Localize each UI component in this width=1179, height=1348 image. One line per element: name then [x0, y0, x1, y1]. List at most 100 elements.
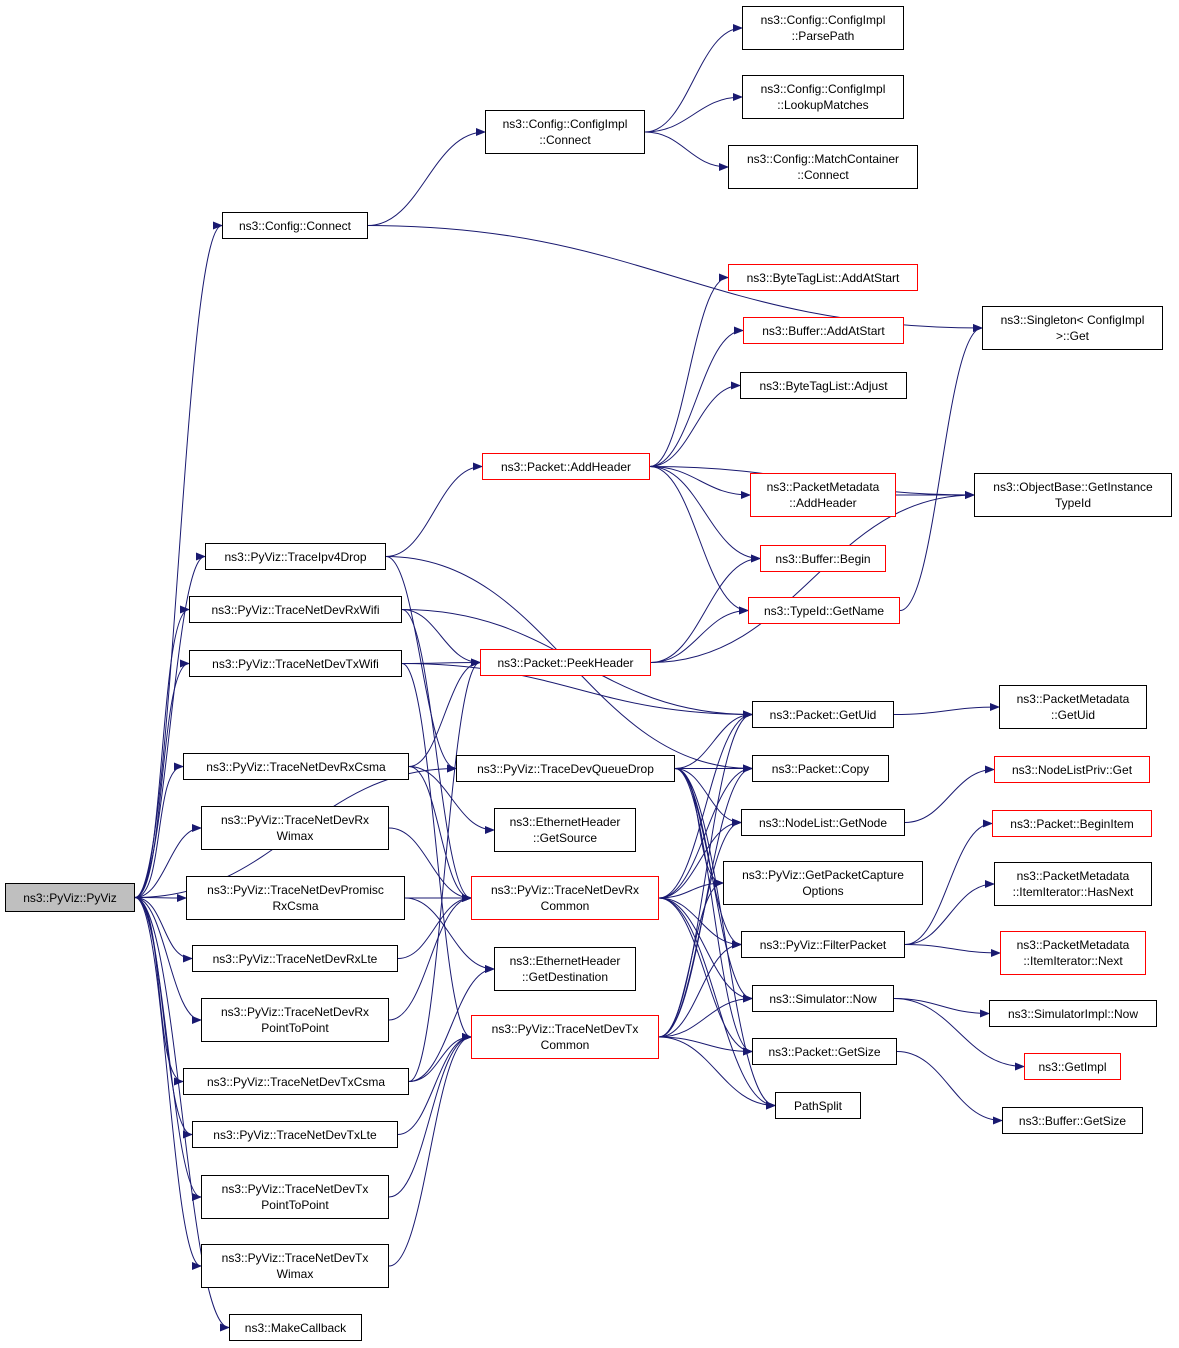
node-label: ns3::Packet::AddHeader	[500, 459, 632, 474]
node-packet-copy[interactable]: ns3::Packet::Copy	[752, 755, 889, 782]
node-packet-getsize[interactable]: ns3::Packet::GetSize	[752, 1038, 897, 1065]
node-label: RxCsma	[272, 899, 319, 913]
node-itemiterator-next[interactable]: ns3::PacketMetadata::ItemIterator::Next	[1000, 931, 1146, 975]
node-packet-getuid[interactable]: ns3::Packet::GetUid	[752, 701, 894, 728]
node-packet-addheader[interactable]: ns3::Packet::AddHeader	[482, 453, 650, 480]
edge-configimpl-connect-to-configimpl-lookupmatches	[644, 93, 743, 133]
node-simulator-now[interactable]: ns3::Simulator::Now	[752, 985, 894, 1012]
node-label: ns3::Config::ConfigImpl	[760, 13, 886, 27]
node-label: ::ItemIterator::HasNext	[1012, 885, 1134, 899]
edge-configimpl-connect-to-matchcontainer-connect	[644, 131, 729, 171]
edge-tracenetdevpromiscrxcsma-to-ethernetheader-getdestination	[404, 897, 495, 973]
edge-tracenetdevtxcommon-to-getpacketcaptureoptions	[658, 879, 724, 1038]
node-packetmetadata-getuid[interactable]: ns3::PacketMetadata::GetUid	[999, 685, 1147, 729]
node-tracenetdevtxwifi[interactable]: ns3::PyViz::TraceNetDevTxWifi	[189, 650, 402, 677]
edge-pyviz-to-tracenetdevrxwifi	[134, 605, 190, 898]
edge-tracenetdevrxpointtopoint-to-tracenetdevrxcommon	[388, 894, 472, 1021]
node-label: ns3::PyViz::TraceNetDevTx	[221, 1251, 369, 1265]
node-packet-beginitem[interactable]: ns3::Packet::BeginItem	[992, 810, 1152, 837]
node-label: ns3::Packet::BeginItem	[1010, 816, 1134, 831]
edge-packet-peekheader-to-buffer-begin	[650, 554, 761, 663]
node-pathsplit[interactable]: PathSplit	[775, 1092, 861, 1119]
node-tracenetdevtxcsma[interactable]: ns3::PyViz::TraceNetDevTxCsma	[183, 1068, 409, 1095]
node-label: ns3::NodeList::GetNode	[758, 815, 888, 830]
node-tracedevqueuedrop[interactable]: ns3::PyViz::TraceDevQueueDrop	[456, 755, 675, 782]
edge-tracenetdevtxcommon-to-filterpacket	[658, 940, 742, 1038]
edge-packet-getuid-to-packetmetadata-getuid	[893, 703, 1000, 715]
node-singleton-get[interactable]: ns3::Singleton< ConfigImpl>::Get	[982, 306, 1163, 350]
edge-packet-addheader-to-bytetaglist-adjust	[649, 381, 741, 467]
edge-tracenetdevtxcsma-to-tracenetdevtxcommon	[408, 1033, 472, 1082]
node-makecallback[interactable]: ns3::MakeCallback	[229, 1314, 362, 1341]
node-label: ns3::PyViz::TraceNetDevTx	[221, 1182, 369, 1196]
node-label: PathSplit	[793, 1098, 843, 1113]
node-label: ns3::PyViz::TraceNetDevTx	[491, 1022, 639, 1036]
node-label: Common	[540, 899, 590, 913]
node-buffer-addatstart[interactable]: ns3::Buffer::AddAtStart	[743, 317, 904, 344]
node-label: ns3::Simulator::Now	[769, 991, 877, 1006]
node-label: ns3::Packet::Copy	[771, 761, 870, 776]
node-buffer-begin[interactable]: ns3::Buffer::Begin	[760, 545, 886, 572]
node-tracenetdevrxwifi[interactable]: ns3::PyViz::TraceNetDevRxWifi	[189, 596, 402, 623]
node-label: ns3::Packet::GetSize	[768, 1044, 881, 1059]
node-configimpl-connect[interactable]: ns3::Config::ConfigImpl::Connect	[485, 110, 645, 154]
node-label: ns3::PyViz::TraceIpv4Drop	[224, 549, 367, 564]
node-label: >::Get	[1055, 329, 1090, 343]
node-label: ns3::Buffer::Begin	[775, 551, 871, 566]
node-label: ::Connect	[797, 168, 849, 182]
node-configimpl-parsepath[interactable]: ns3::Config::ConfigImpl::ParsePath	[742, 6, 904, 50]
node-config-connect[interactable]: ns3::Config::Connect	[222, 212, 368, 239]
edge-tracenetdevtxwifi-to-tracenetdevtxcommon	[401, 663, 472, 1041]
edge-packet-addheader-to-typeid-getname	[649, 466, 749, 615]
node-simulatorimpl-now[interactable]: ns3::SimulatorImpl::Now	[989, 1000, 1157, 1027]
edge-pyviz-to-tracenetdevtxpointtopoint	[134, 897, 202, 1201]
node-tracenetdevrxcsma[interactable]: ns3::PyViz::TraceNetDevRxCsma	[183, 753, 409, 780]
node-label: ::ParsePath	[791, 29, 855, 43]
node-tracenetdevrxlte[interactable]: ns3::PyViz::TraceNetDevRxLte	[192, 945, 398, 972]
edge-tracenetdevtxcsma-to-ethernetheader-getdestination	[408, 965, 495, 1082]
node-label: Common	[540, 1038, 590, 1052]
edge-tracenetdevrxcommon-to-packet-getuid	[658, 710, 753, 899]
node-nodelistpriv-get[interactable]: ns3::NodeListPriv::Get	[994, 756, 1150, 783]
edge-tracedevqueuedrop-to-packet-getuid	[674, 710, 753, 769]
edge-pyviz-to-makecallback	[134, 897, 230, 1332]
edge-filterpacket-to-itemiterator-hasnext	[904, 880, 995, 945]
node-bytetaglist-adjust[interactable]: ns3::ByteTagList::Adjust	[740, 372, 907, 399]
node-getimpl[interactable]: ns3::GetImpl	[1024, 1053, 1121, 1080]
node-ethernetheader-getsource[interactable]: ns3::EthernetHeader::GetSource	[494, 808, 636, 852]
node-label: ns3::TypeId::GetName	[763, 603, 885, 618]
node-itemiterator-hasnext[interactable]: ns3::PacketMetadata::ItemIterator::HasNe…	[994, 862, 1152, 906]
node-label: ::GetDestination	[521, 970, 609, 984]
edge-packet-addheader-to-bytetaglist-addatstart	[649, 273, 729, 467]
node-bytetaglist-addatstart[interactable]: ns3::ByteTagList::AddAtStart	[728, 264, 918, 291]
node-configimpl-lookupmatches[interactable]: ns3::Config::ConfigImpl::LookupMatches	[742, 75, 904, 119]
node-buffer-getsize[interactable]: ns3::Buffer::GetSize	[1002, 1107, 1143, 1134]
node-label: ns3::PyViz::TraceNetDevTxCsma	[206, 1074, 386, 1089]
node-tracenetdevtxlte[interactable]: ns3::PyViz::TraceNetDevTxLte	[192, 1121, 398, 1148]
node-label: ns3::Config::ConfigImpl	[760, 82, 886, 96]
node-nodelist-getnode[interactable]: ns3::NodeList::GetNode	[741, 809, 905, 836]
node-matchcontainer-connect[interactable]: ns3::Config::MatchContainer::Connect	[728, 145, 918, 189]
node-traceipv4drop[interactable]: ns3::PyViz::TraceIpv4Drop	[205, 543, 386, 570]
node-label: ns3::PyViz::TraceNetDevTxWifi	[212, 656, 379, 671]
edge-tracenetdevtxwimax-to-tracenetdevtxcommon	[388, 1033, 472, 1267]
node-label: ns3::Buffer::GetSize	[1018, 1113, 1127, 1128]
node-label: ns3::PyViz::TraceNetDevRx	[220, 1005, 370, 1019]
node-packetmetadata-addheader[interactable]: ns3::PacketMetadata::AddHeader	[750, 473, 896, 517]
node-label: ns3::PyViz::TraceNetDevPromisc	[207, 883, 384, 897]
node-packet-peekheader[interactable]: ns3::Packet::PeekHeader	[480, 649, 651, 676]
node-typeid-getname[interactable]: ns3::TypeId::GetName	[748, 597, 900, 624]
node-ethernetheader-getdestination[interactable]: ns3::EthernetHeader::GetDestination	[494, 947, 636, 991]
node-filterpacket[interactable]: ns3::PyViz::FilterPacket	[741, 931, 905, 958]
node-label: ns3::PyViz::PyViz	[23, 890, 117, 905]
